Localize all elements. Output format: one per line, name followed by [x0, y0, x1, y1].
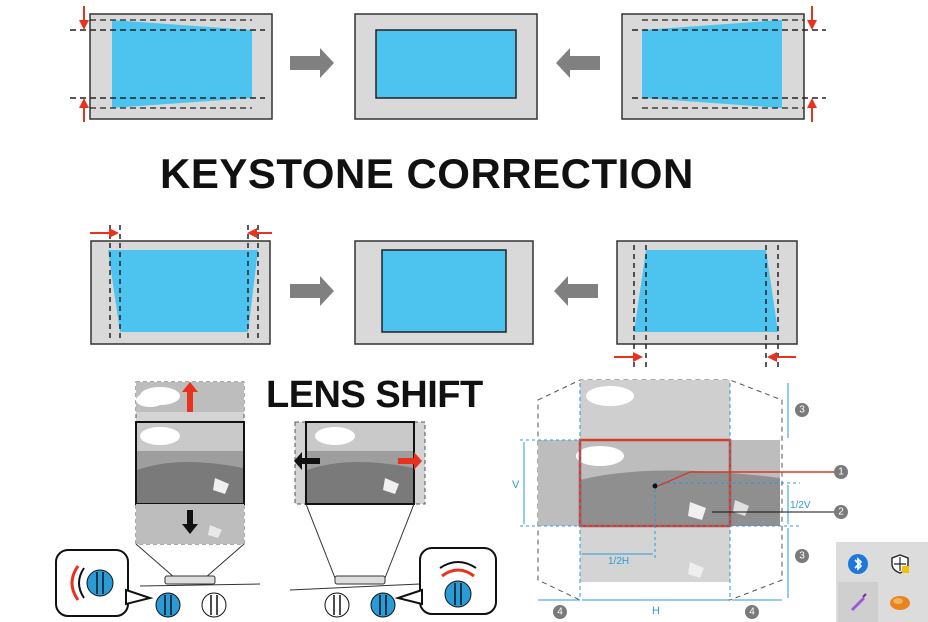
keystone-vertical-center-panel — [354, 13, 538, 120]
callout-2: 2 — [838, 507, 844, 518]
label-half-v: 1/2V — [790, 500, 811, 511]
callout-1: 1 — [838, 467, 844, 478]
label-h: H — [652, 605, 660, 617]
lens-shift-vertical-example — [55, 381, 261, 618]
keystone-vertical-left-panel — [70, 13, 273, 120]
keystone-horizontal-center-panel — [354, 240, 534, 345]
callout-3-top: 3 — [799, 405, 805, 416]
arrow-right-gray-2 — [290, 276, 334, 306]
callout-4-right: 4 — [749, 607, 755, 618]
arrow-left-gray-1 — [556, 48, 600, 78]
label-v: V — [512, 479, 520, 491]
callout-markers: 1 2 3 3 4 4 — [553, 403, 848, 619]
callout-4-left: 4 — [557, 607, 563, 618]
security-shield-icon[interactable] — [880, 544, 920, 584]
pen-icon[interactable] — [838, 582, 878, 622]
lens-shift-range-diagram — [520, 379, 838, 601]
keystone-horizontal-left-panel — [90, 225, 272, 345]
lens-shift-title: LENS SHIFT — [266, 374, 483, 416]
keystone-vertical-right-panel — [621, 13, 826, 120]
callout-3-bottom: 3 — [799, 551, 805, 562]
bluetooth-icon[interactable] — [838, 544, 878, 584]
system-tray-popup — [836, 542, 928, 622]
cloud-app-icon[interactable] — [880, 582, 920, 622]
keystone-horizontal-right-panel — [614, 240, 798, 368]
arrow-right-gray-1 — [290, 48, 334, 78]
keystone-correction-title: KEYSTONE CORRECTION — [160, 150, 694, 197]
label-half-h: 1/2H — [608, 556, 629, 567]
arrow-left-gray-2 — [554, 276, 598, 306]
lens-shift-horizontal-example — [289, 421, 497, 618]
